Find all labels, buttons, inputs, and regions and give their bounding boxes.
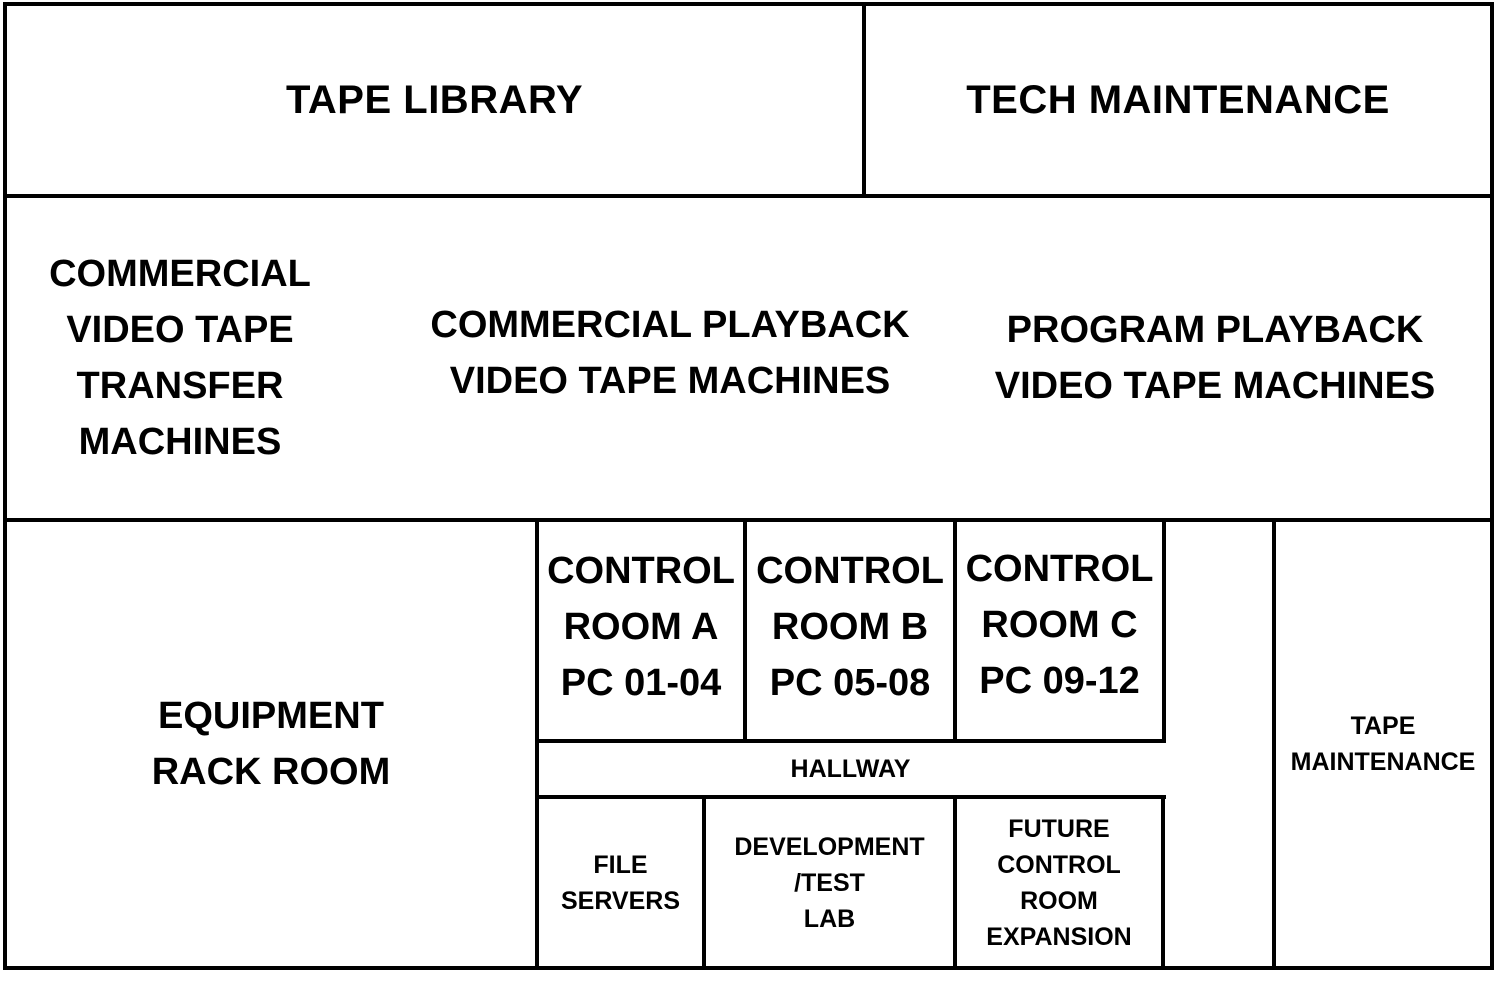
room-equipment-rack: EQUIPMENT RACK ROOM	[151, 695, 391, 793]
wall-tape-maint-left	[1272, 518, 1276, 970]
wall-control-right	[1162, 518, 1166, 742]
room-program-playback: PROGRAM PLAYBACK VIDEO TAPE MACHINES	[994, 309, 1436, 407]
outer-wall-left	[3, 2, 7, 970]
wall-dev-future	[953, 795, 957, 970]
wall-top-row-bottom	[3, 194, 1494, 198]
outer-wall-right	[1490, 2, 1494, 970]
wall-hallway-bottom	[536, 795, 1166, 799]
wall-control-top	[536, 518, 1166, 522]
room-tape-maintenance: TAPE MAINTENANCE	[1290, 712, 1476, 776]
wall-lower-right	[1161, 795, 1165, 970]
room-control-a: CONTROL ROOM A PC 01-04	[547, 550, 735, 704]
room-file-servers: FILE SERVERS	[560, 850, 681, 915]
wall-tech-divider	[862, 2, 866, 198]
outer-wall-top	[3, 2, 1494, 6]
room-future-control: FUTURE CONTROL ROOM EXPANSION	[986, 814, 1132, 951]
room-control-c: CONTROL ROOM C PC 09-12	[965, 548, 1154, 702]
wall-fileservers-dev	[702, 795, 706, 970]
room-commercial-playback: COMMERCIAL PLAYBACK VIDEO TAPE MACHINES	[430, 304, 910, 402]
wall-control-left	[535, 518, 539, 970]
room-tape-library: TAPE LIBRARY	[285, 77, 584, 122]
room-commercial-transfer: COMMERCIAL VIDEO TAPE TRANSFER MACHINES	[49, 253, 311, 463]
room-control-b: CONTROL ROOM B PC 05-08	[756, 550, 944, 704]
wall-control-bc	[953, 518, 957, 742]
wall-control-ab	[743, 518, 747, 742]
outer-wall-bottom	[3, 966, 1494, 970]
wall-hallway-top	[536, 739, 1166, 743]
room-hallway: HALLWAY	[790, 755, 911, 783]
wall-tape-maint-top	[1272, 518, 1494, 522]
room-dev-test-lab: DEVELOPMENT /TEST LAB	[734, 832, 925, 933]
room-tech-maintenance: TECH MAINTENANCE	[966, 77, 1390, 122]
